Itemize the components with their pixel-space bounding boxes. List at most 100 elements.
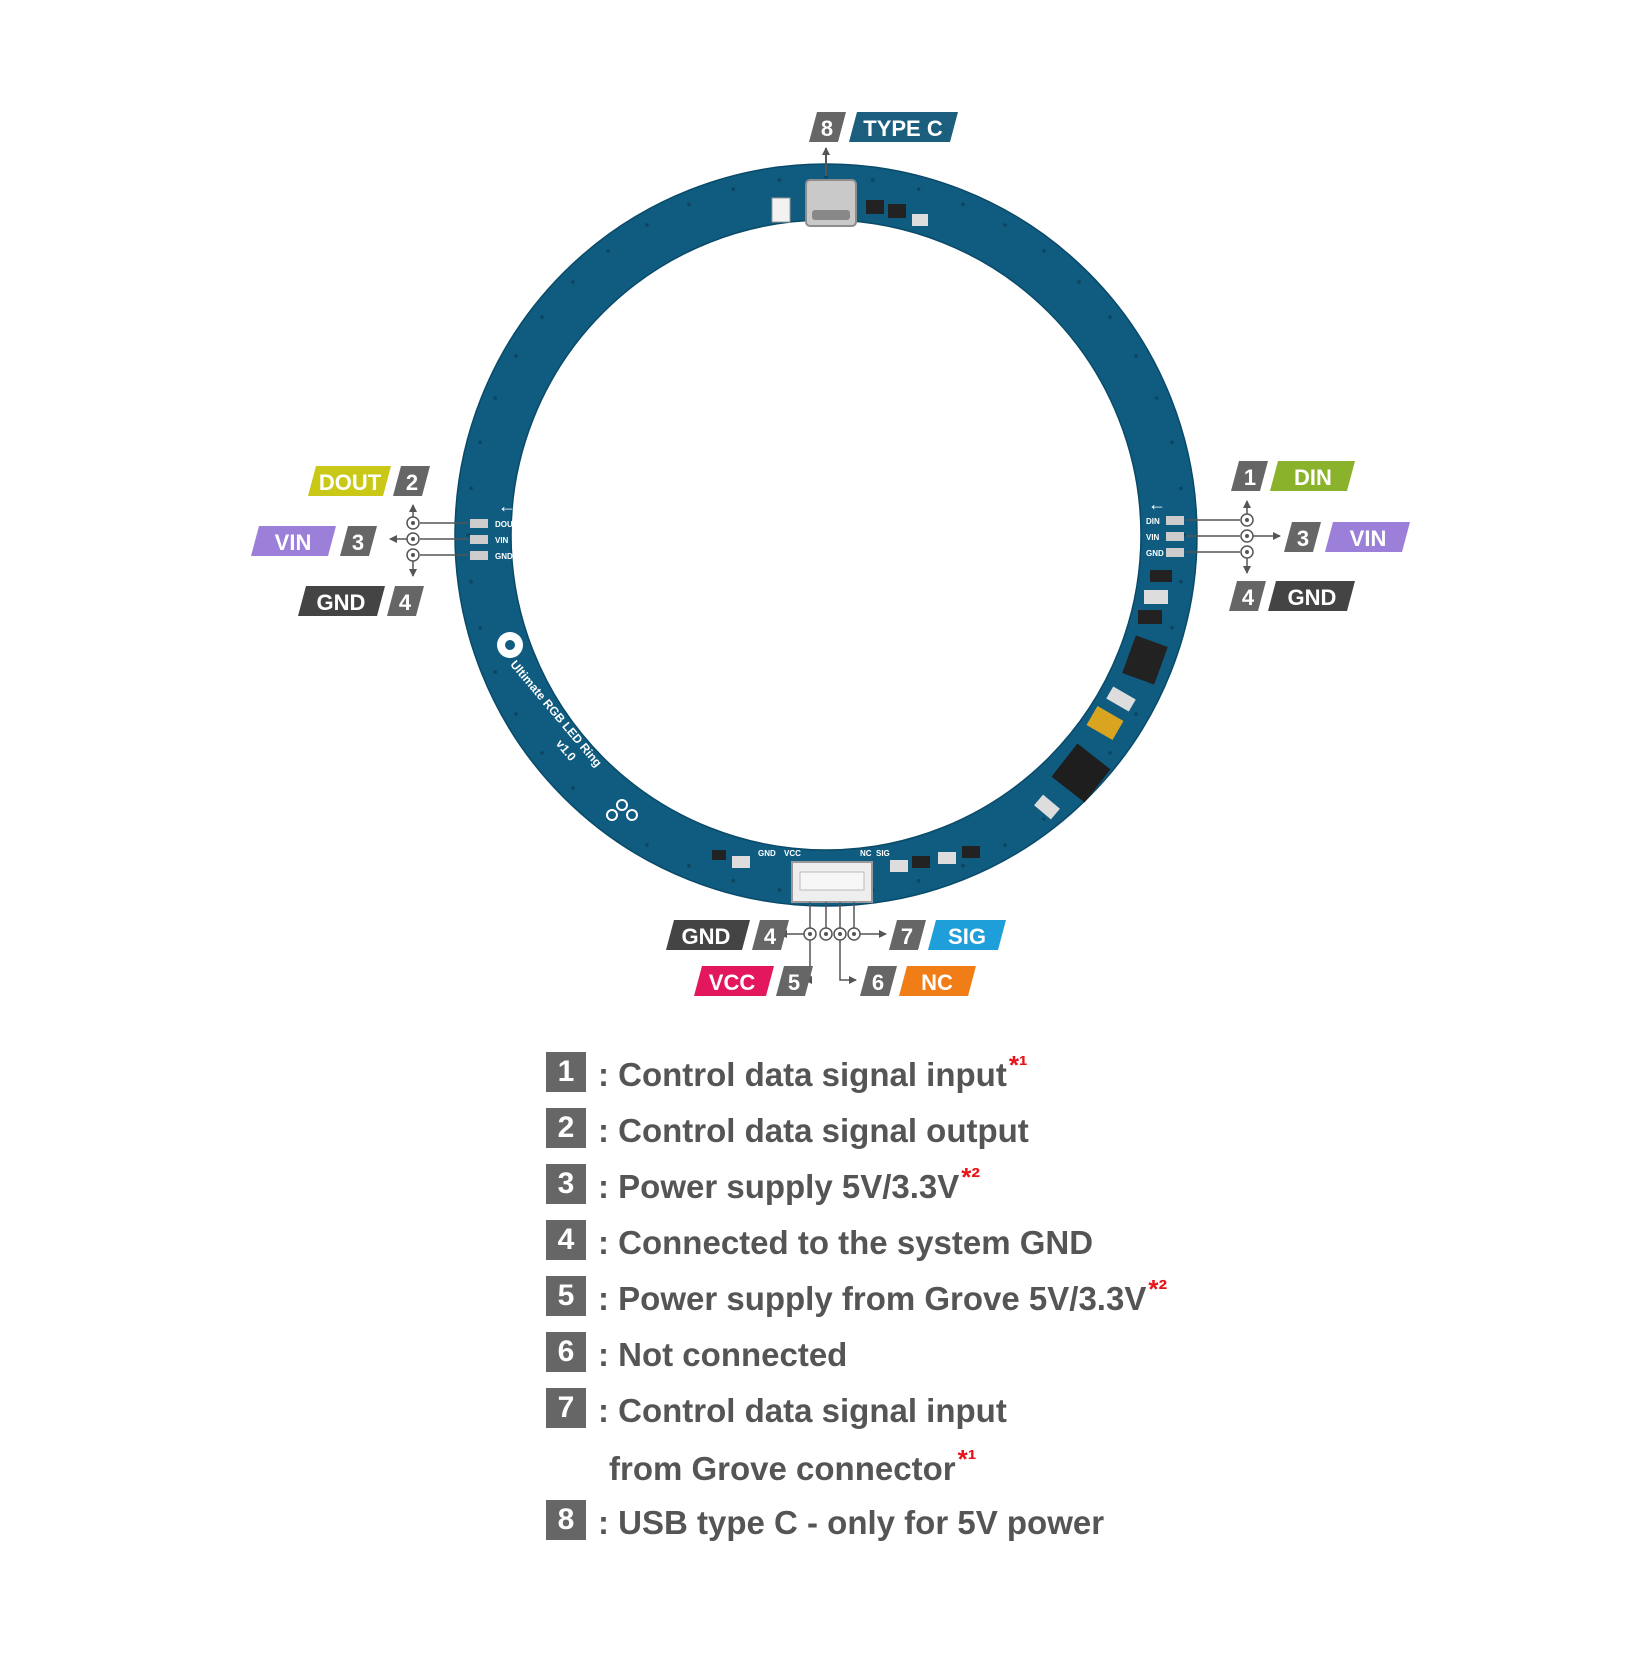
- led-dot: [870, 178, 875, 182]
- led-dot: [514, 354, 518, 358]
- led-dot: [1154, 396, 1159, 400]
- legend-item: 3 : Power supply 5V/3.3V*²: [546, 1162, 980, 1206]
- led-dot: [571, 280, 575, 284]
- led-dot: [1179, 579, 1183, 584]
- led-dot: [645, 223, 649, 227]
- legend-num: 3: [546, 1164, 586, 1204]
- silk-vin: VIN: [1146, 533, 1160, 542]
- pin-name: GND: [317, 590, 366, 615]
- footnote-mark: *¹: [957, 1444, 977, 1474]
- led-dot: [1108, 315, 1112, 319]
- led-dot: [731, 187, 736, 191]
- led-dot: [1077, 280, 1081, 284]
- led-dot: [961, 202, 965, 207]
- legend-num: 4: [546, 1220, 586, 1260]
- led-dot: [493, 396, 498, 400]
- pin-num: 2: [406, 470, 418, 495]
- legend-text: : Control data signal input: [598, 1392, 1007, 1429]
- legend-num: 5: [546, 1276, 586, 1316]
- silk-gnd: GND: [495, 552, 513, 561]
- led-dot: [687, 202, 691, 207]
- legend-text: : Control data signal output: [598, 1112, 1029, 1149]
- legend-item: 7 : Control data signal input: [546, 1386, 1009, 1430]
- legend-text: : USB type C - only for 5V power: [598, 1504, 1105, 1541]
- legend-item: 6 : Not connected: [546, 1330, 849, 1374]
- pin-num: 3: [1297, 526, 1309, 551]
- silk-nc: NC: [860, 849, 872, 858]
- silk-sig: SIG: [876, 849, 890, 858]
- led-dot: [469, 486, 473, 491]
- silk-vcc: VCC: [784, 849, 801, 858]
- svg-text:←: ←: [498, 496, 516, 516]
- pin-name: GND: [682, 924, 731, 949]
- led-dot: [645, 843, 649, 847]
- led-dot: [540, 751, 544, 755]
- pin-name: TYPE C: [863, 116, 943, 141]
- pin-num: 4: [764, 924, 777, 949]
- legend-continuation: from Grove connector*¹: [609, 1444, 976, 1488]
- led-dot: [606, 249, 610, 253]
- pin-num: 1: [1244, 465, 1256, 490]
- legend-item: 2 : Control data signal output: [546, 1106, 1031, 1150]
- legend-num: 1: [546, 1052, 586, 1092]
- legend-num: 6: [546, 1332, 586, 1372]
- power-components: [1034, 570, 1172, 820]
- pin-name: VIN: [1350, 526, 1387, 551]
- led-dot: [731, 879, 736, 883]
- legend-text: from Grove connector: [609, 1450, 956, 1487]
- led-dot: [916, 187, 921, 191]
- led-dot: [540, 315, 544, 319]
- led-dot: [571, 786, 575, 790]
- pin-num: 6: [872, 970, 884, 995]
- legend-item: 1 : Control data signal input*¹: [546, 1050, 1028, 1094]
- footnote-mark: *²: [1148, 1274, 1168, 1304]
- pin-name: GND: [1288, 585, 1337, 610]
- led-dot: [1170, 625, 1174, 630]
- pin-name: DOUT: [319, 470, 382, 495]
- legend-text: : Power supply 5V/3.3V: [598, 1168, 960, 1205]
- legend-item: 8 : USB type C - only for 5V power: [546, 1498, 1106, 1542]
- footnote-mark: *¹: [1008, 1050, 1028, 1080]
- led-dot: [469, 579, 473, 584]
- legend-item: 4 : Connected to the system GND: [546, 1218, 1095, 1262]
- usb-c-connector: [771, 179, 928, 227]
- led-dot: [478, 440, 483, 445]
- svg-text:←: ←: [1148, 494, 1166, 514]
- legend-num: 2: [546, 1108, 586, 1148]
- pin-name: VCC: [709, 970, 756, 995]
- led-dot: [514, 712, 518, 716]
- grove-connector: GND VCC NC SIG GND 4 7 SIG VCC: [666, 846, 1006, 996]
- pin-num: 4: [399, 590, 412, 615]
- legend-num: 7: [546, 1388, 586, 1428]
- led-dot: [1134, 712, 1138, 716]
- led-dot: [1170, 440, 1174, 445]
- led-dot: [1134, 354, 1138, 358]
- led-dot: [1003, 843, 1007, 847]
- led-dot: [916, 879, 921, 883]
- legend-text: : Control data signal input: [598, 1056, 1007, 1093]
- footnote-mark: *²: [961, 1162, 981, 1192]
- legend-text: : Connected to the system GND: [598, 1224, 1094, 1261]
- led-dot: [687, 863, 691, 868]
- silk-gnd: GND: [758, 849, 776, 858]
- led-dot: [493, 670, 498, 674]
- silk-din: DIN: [1146, 517, 1160, 526]
- pin-name: NC: [921, 970, 953, 995]
- led-dot: [1042, 817, 1046, 821]
- legend-text: : Power supply from Grove 5V/3.3V: [598, 1280, 1147, 1317]
- pin-name: SIG: [948, 924, 986, 949]
- left-connector: ← DOUT VIN GND DOUT 2 VIN 3 GND 4: [251, 466, 518, 616]
- legend-item: 5 : Power supply from Grove 5V/3.3V*²: [546, 1274, 1167, 1318]
- led-dot: [466, 533, 470, 537]
- pin-num: 5: [788, 970, 800, 995]
- silk-gnd: GND: [1146, 549, 1164, 558]
- led-dot: [1003, 223, 1007, 227]
- legend-num: 8: [546, 1500, 586, 1540]
- pin-num: 4: [1242, 585, 1255, 610]
- pin-num: 8: [821, 116, 833, 141]
- pin-name: DIN: [1294, 465, 1332, 490]
- led-dot: [777, 888, 782, 892]
- led-dot: [824, 175, 828, 179]
